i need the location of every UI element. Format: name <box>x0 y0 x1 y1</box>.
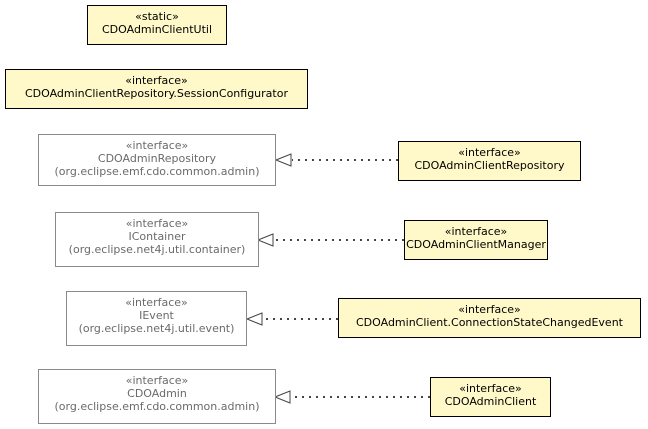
realization-admin-client-manager <box>256 233 404 247</box>
class-stereotype: «interface» <box>125 217 189 230</box>
class-icontainer[interactable]: «interface» IContainer (org.eclipse.net4… <box>55 212 259 267</box>
realization-admin-client <box>273 390 430 404</box>
class-name: CDOAdminClientUtil <box>102 23 212 36</box>
class-stereotype: «interface» <box>125 139 189 152</box>
class-stereotype: «interface» <box>125 374 189 387</box>
class-stereotype: «interface» <box>444 225 508 238</box>
class-cdo-admin-repository[interactable]: «interface» CDOAdminRepository (org.ecli… <box>38 134 276 186</box>
class-stereotype: «interface» <box>458 303 521 316</box>
class-stereotype: «interface» <box>458 146 521 159</box>
class-name: CDOAdmin <box>127 387 187 400</box>
class-cdo-admin[interactable]: «interface» CDOAdmin (org.eclipse.emf.cd… <box>38 369 276 424</box>
class-stereotype: «interface» <box>125 74 188 87</box>
class-session-configurator[interactable]: «interface» CDOAdminClientRepository.Ses… <box>5 69 308 109</box>
class-cdo-admin-client-util[interactable]: «static» CDOAdminClientUtil <box>87 5 227 45</box>
class-stereotype: «interface» <box>459 382 522 395</box>
class-package: (org.eclipse.emf.cdo.common.admin) <box>54 400 260 413</box>
class-name: CDOAdminClientRepository.SessionConfigur… <box>24 87 288 100</box>
class-name: IEvent <box>139 309 174 322</box>
class-stereotype: «static» <box>135 10 179 23</box>
class-name: IContainer <box>128 230 186 243</box>
class-cdo-admin-client[interactable]: «interface» CDOAdminClient <box>430 377 551 417</box>
class-name: CDOAdminClientRepository <box>414 159 565 172</box>
class-name: CDOAdminClient.ConnectionStateChangedEve… <box>356 316 623 329</box>
class-name: CDOAdminClient <box>444 395 537 408</box>
class-stereotype: «interface» <box>125 296 188 309</box>
realization-connection-state-changed-event <box>245 312 338 326</box>
realization-admin-client-repository <box>274 153 398 167</box>
class-name: CDOAdminRepository <box>97 152 217 165</box>
class-cdo-admin-client-repository[interactable]: «interface» CDOAdminClientRepository <box>398 141 581 181</box>
class-package: (org.eclipse.emf.cdo.common.admin) <box>54 165 260 178</box>
class-package: (org.eclipse.net4j.util.event) <box>78 322 235 335</box>
class-cdo-admin-client-manager[interactable]: «interface» CDOAdminClientManager <box>404 220 548 260</box>
class-package: (org.eclipse.net4j.util.container) <box>68 243 246 256</box>
class-connection-state-changed-event[interactable]: «interface» CDOAdminClient.ConnectionSta… <box>338 298 641 338</box>
class-name: CDOAdminClientManager <box>406 238 546 251</box>
class-ievent[interactable]: «interface» IEvent (org.eclipse.net4j.ut… <box>66 291 247 346</box>
